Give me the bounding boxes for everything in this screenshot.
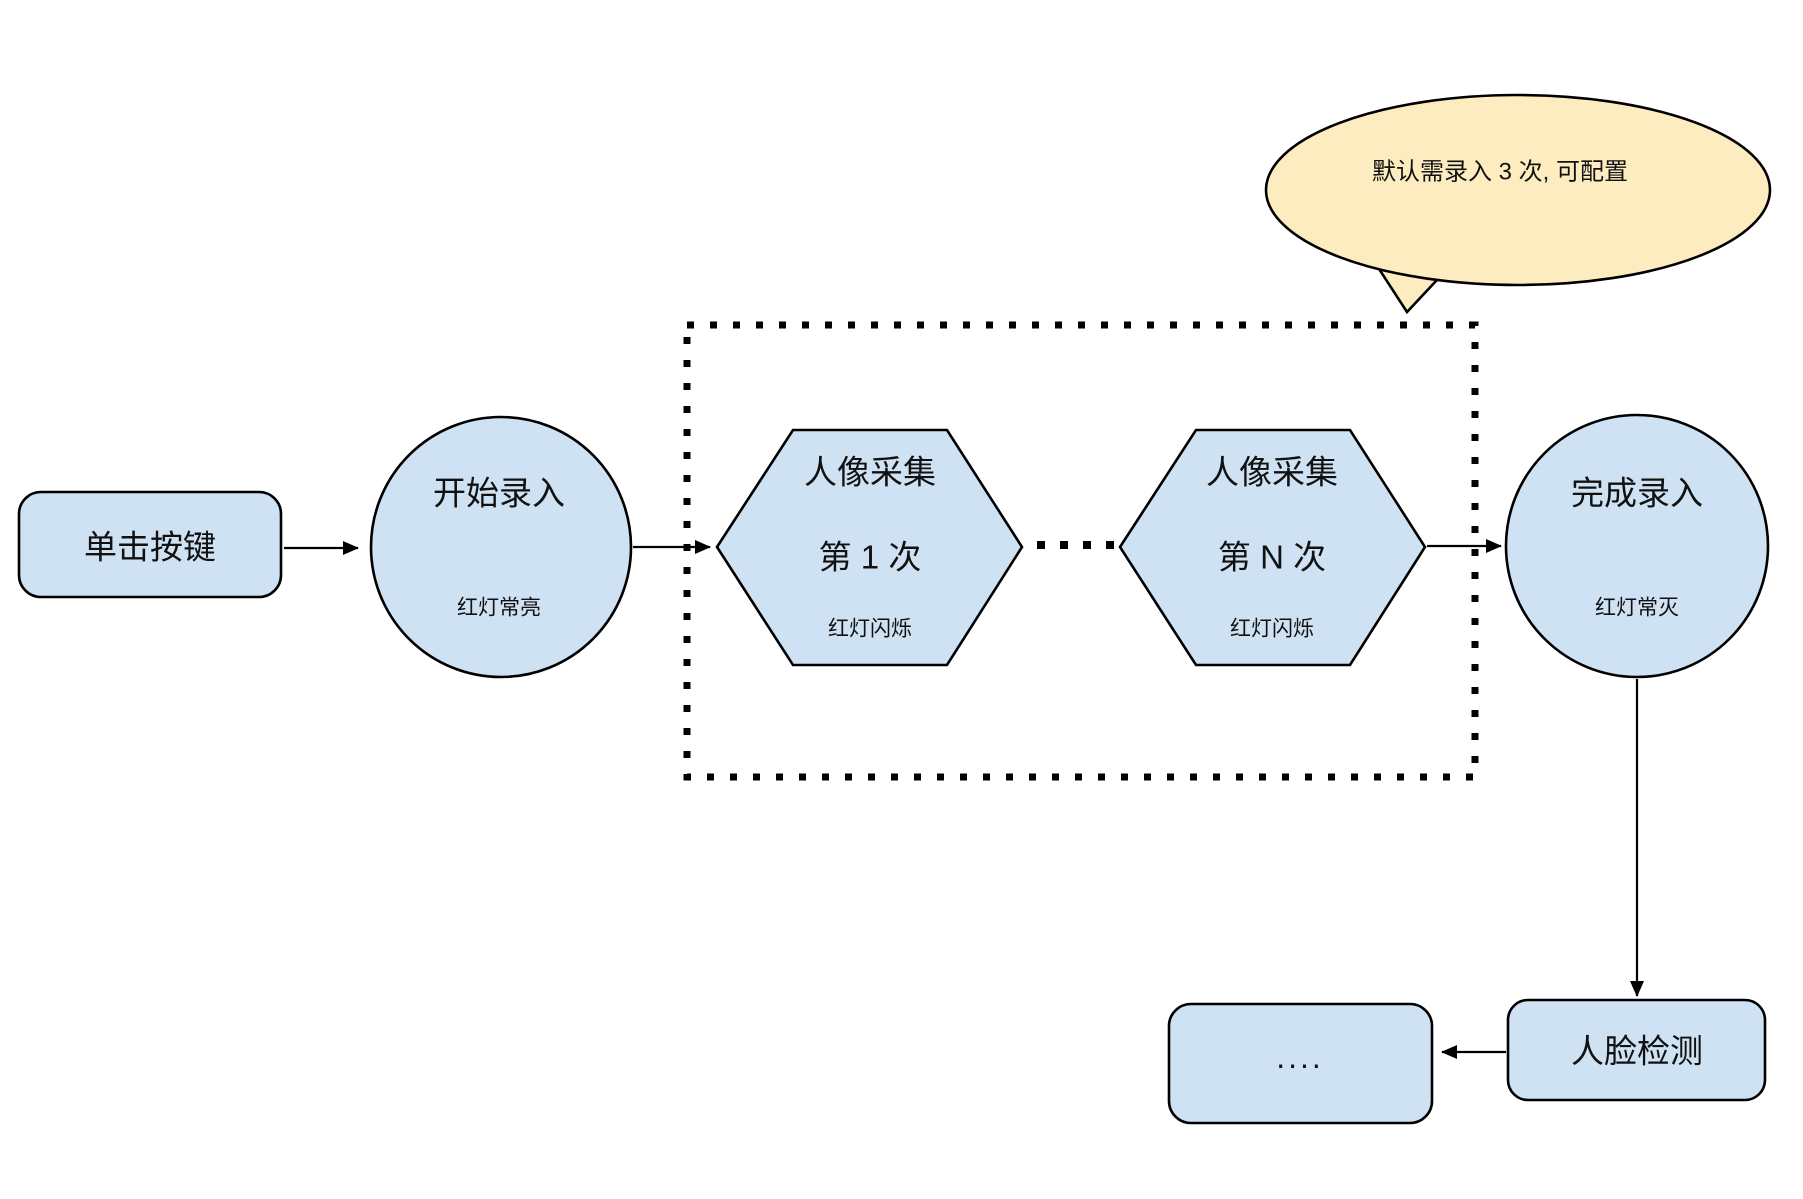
- node-click-button: 单击按键: [17, 490, 283, 599]
- capture-loop-dotted-frame: [683, 321, 1479, 781]
- start-enroll-label: 开始录入: [433, 475, 565, 512]
- click-button-shape: [17, 490, 283, 599]
- face-detect-shape: [1506, 998, 1767, 1102]
- more-label: ....: [1276, 1039, 1324, 1075]
- sequence-ellipsis-dots: [1037, 541, 1114, 549]
- node-capture-n: 人像采集 第 N 次 红灯闪烁: [1118, 428, 1427, 667]
- more-shape: [1167, 1002, 1434, 1125]
- click-button-label: 单击按键: [84, 529, 216, 566]
- node-finish-enroll: 完成录入 红灯常灭: [1504, 413, 1770, 679]
- node-capture-1: 人像采集 第 1 次 红灯闪烁: [715, 428, 1024, 667]
- capture-n-label: 人像采集: [1206, 454, 1338, 491]
- capture-1-sublabel: 红灯闪烁: [828, 618, 912, 641]
- finish-enroll-sublabel: 红灯常灭: [1595, 597, 1679, 620]
- capture-n-shape: [1118, 428, 1427, 667]
- face-detect-label: 人脸检测: [1571, 1033, 1703, 1070]
- node-face-detect: 人脸检测: [1506, 998, 1767, 1102]
- node-more: ....: [1167, 1002, 1434, 1125]
- node-start-enroll: 开始录入 红灯常亮: [369, 415, 633, 679]
- capture-1-label: 人像采集: [804, 454, 936, 491]
- capture-1-label2: 第 1 次: [819, 539, 922, 576]
- start-enroll-shape: [369, 415, 633, 679]
- capture-1-shape: [715, 428, 1024, 667]
- finish-enroll-label: 完成录入: [1571, 475, 1703, 512]
- callout-text: 默认需录入 3 次, 可配置: [1372, 159, 1628, 186]
- finish-enroll-shape: [1504, 413, 1770, 679]
- capture-n-sublabel: 红灯闪烁: [1230, 618, 1314, 641]
- callout-bubble: 默认需录入 3 次, 可配置: [1264, 93, 1772, 315]
- callout-ellipse: [1264, 93, 1772, 287]
- capture-n-label2: 第 N 次: [1218, 539, 1326, 576]
- start-enroll-sublabel: 红灯常亮: [457, 597, 541, 620]
